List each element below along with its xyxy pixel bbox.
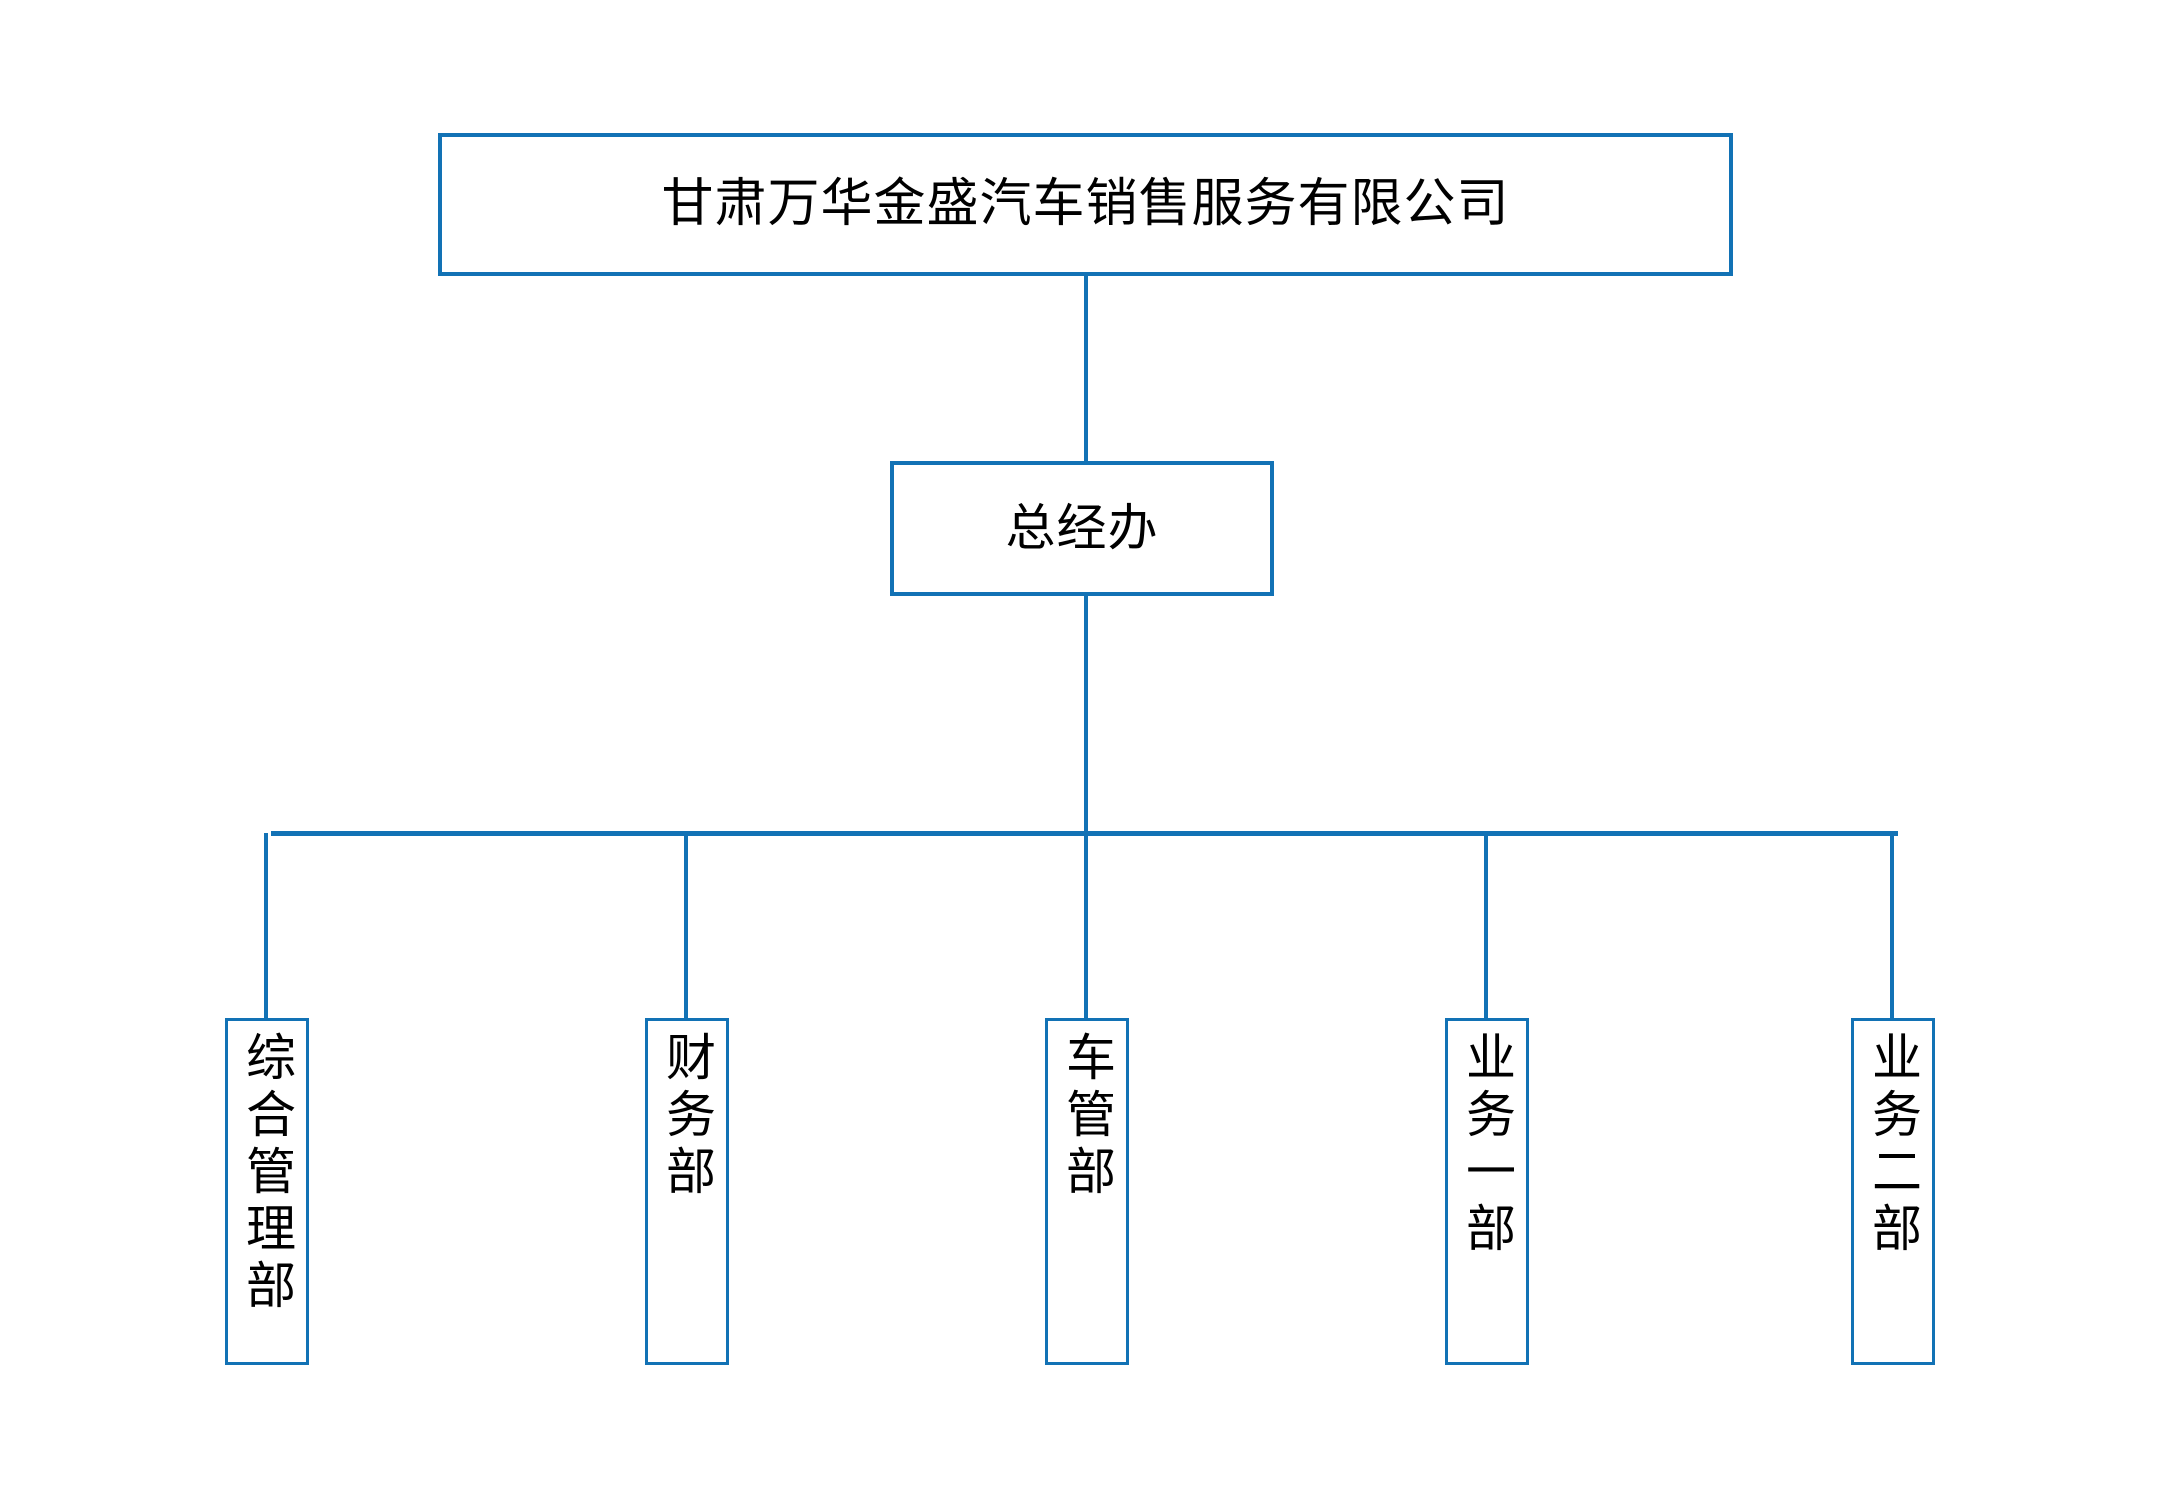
org-node-department-2-label: 财务部: [659, 1031, 715, 1202]
connector-manager-to-bus: [1084, 596, 1088, 836]
org-node-department-3[interactable]: 车管部: [1045, 1018, 1129, 1365]
connector-bus-to-dept-1: [264, 833, 268, 1020]
org-node-department-4[interactable]: 业务一部: [1445, 1018, 1529, 1365]
org-node-department-4-label: 业务一部: [1459, 1031, 1515, 1259]
org-node-department-5-label: 业务二部: [1865, 1031, 1921, 1259]
connector-bus-to-dept-3: [1084, 833, 1088, 1020]
org-node-department-3-label: 车管部: [1059, 1031, 1115, 1202]
org-node-department-5[interactable]: 业务二部: [1851, 1018, 1935, 1365]
org-node-company[interactable]: 甘肃万华金盛汽车销售服务有限公司: [438, 133, 1733, 276]
connector-bus-to-dept-4: [1484, 833, 1488, 1020]
connector-bus-to-dept-5: [1890, 833, 1894, 1020]
org-node-department-2[interactable]: 财务部: [645, 1018, 729, 1365]
connector-company-to-manager: [1084, 276, 1088, 461]
org-node-general-manager-office[interactable]: 总经办: [890, 461, 1274, 596]
org-node-department-1-label: 综合管理部: [239, 1031, 295, 1316]
org-node-general-manager-office-label: 总经办: [1005, 500, 1159, 556]
connector-bus-to-dept-2: [684, 833, 688, 1020]
org-node-department-1[interactable]: 综合管理部: [225, 1018, 309, 1365]
org-node-company-label: 甘肃万华金盛汽车销售服务有限公司: [661, 174, 1510, 233]
